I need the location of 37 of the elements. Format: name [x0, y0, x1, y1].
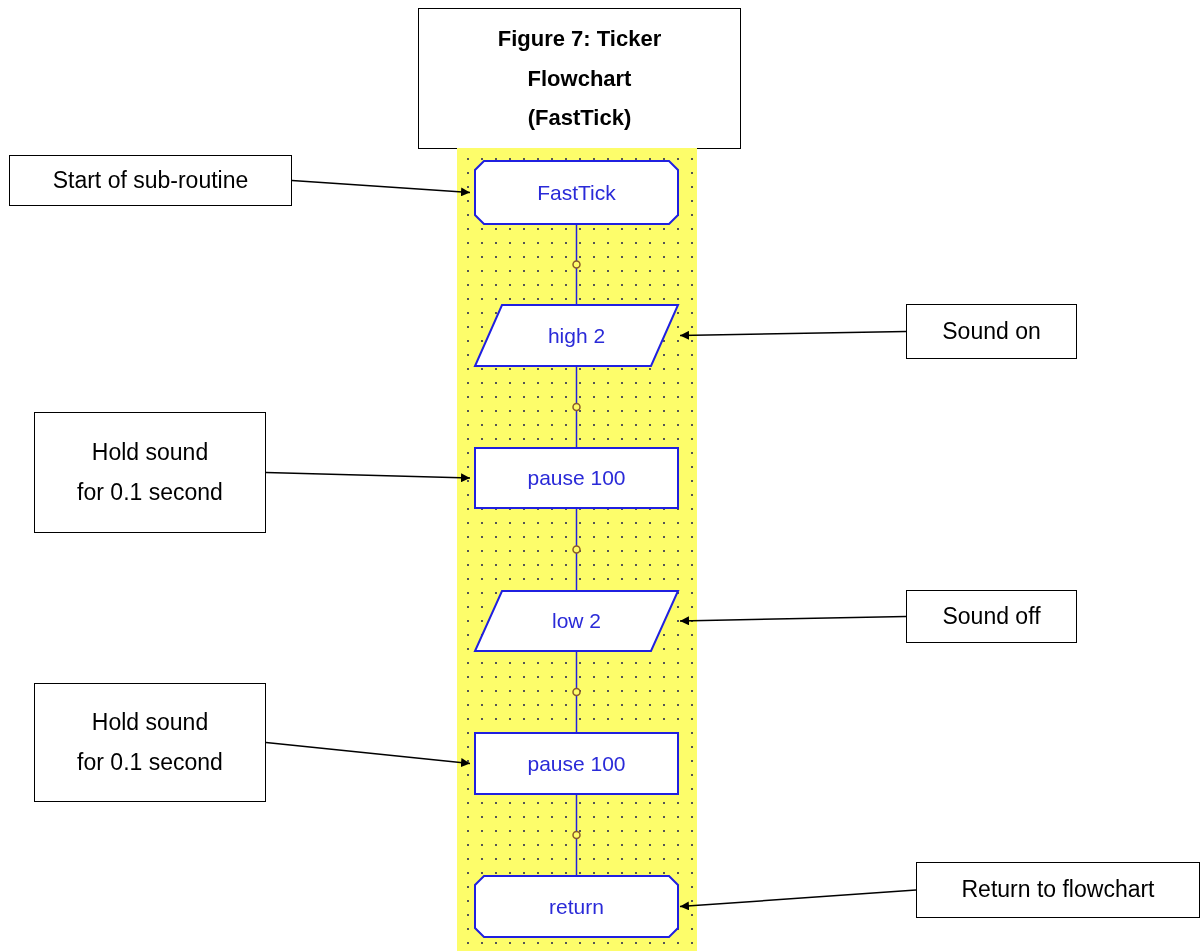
- arrow: [679, 615, 907, 626]
- terminal-box: [474, 160, 679, 225]
- callout-box: [906, 590, 1077, 643]
- node-label: low 2: [552, 609, 601, 633]
- arrow: [679, 889, 917, 911]
- node-label: pause 100: [527, 466, 626, 490]
- callout-box: [906, 304, 1077, 359]
- arrow: [679, 330, 907, 340]
- connector-line: [575, 508, 578, 591]
- arrow: [291, 179, 471, 197]
- node-label: Sound on: [942, 316, 1041, 346]
- arrow: [265, 741, 471, 768]
- process-box: [474, 447, 679, 509]
- connector-line: [575, 794, 578, 876]
- callout-box: [34, 683, 266, 802]
- flow-band: [457, 148, 697, 951]
- node-label: Sound off: [942, 601, 1041, 631]
- figure-title: Figure 7: Ticker Flowchart (FastTick): [496, 25, 663, 133]
- terminal-box: [474, 875, 679, 938]
- io-parallelogram: [474, 590, 679, 652]
- node-label: return: [549, 894, 604, 919]
- arrow: [265, 471, 471, 483]
- connector-line: [575, 651, 578, 733]
- callout-box: [34, 412, 266, 533]
- io-parallelogram: [474, 304, 679, 367]
- node-label: Hold sound for 0.1 second: [76, 438, 224, 507]
- node-label: FastTick: [537, 180, 616, 205]
- node-label: high 2: [547, 323, 606, 348]
- connector-line: [575, 366, 578, 448]
- callout-box: [9, 155, 292, 206]
- node-label: Start of sub-routine: [52, 165, 249, 195]
- node-label: Return to flowchart: [961, 875, 1155, 905]
- node-label: pause 100: [527, 751, 626, 776]
- connector-line: [575, 224, 578, 305]
- callout-box: [916, 862, 1200, 918]
- node-label: Hold sound for 0.1 second: [76, 708, 224, 777]
- process-box: [474, 732, 679, 795]
